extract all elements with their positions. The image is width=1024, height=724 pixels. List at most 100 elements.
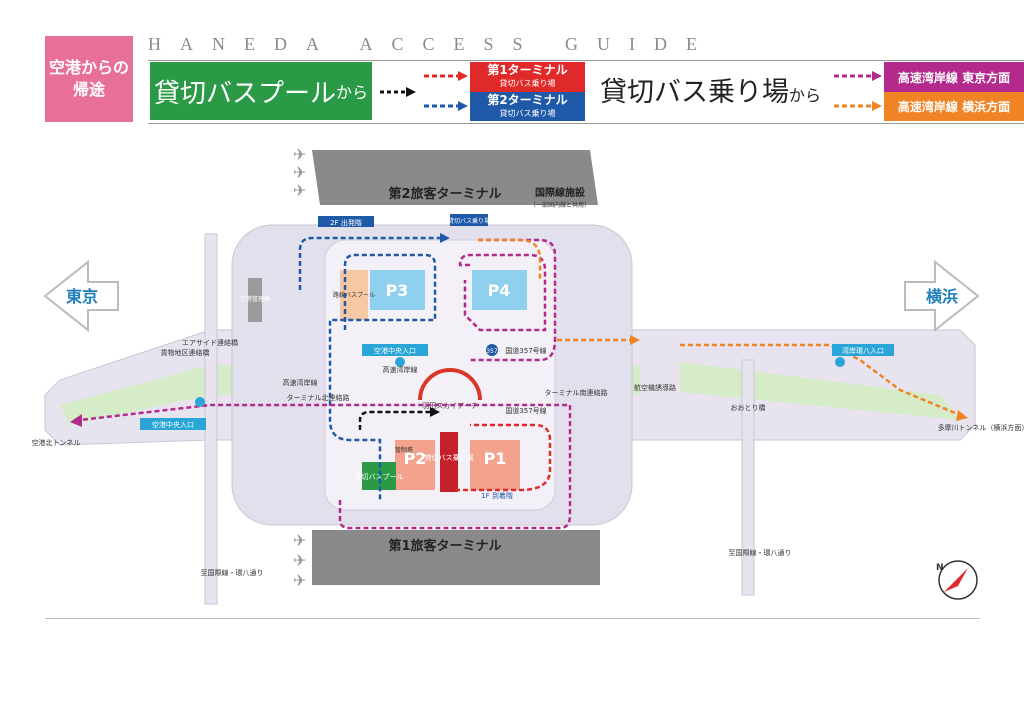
charter-stop-t1-label: 貸切バス乗り場: [425, 453, 474, 462]
airport-office-label: 空港管理棟: [240, 295, 270, 303]
route-bus-label: 路線バスプール: [333, 291, 375, 299]
haneda-access-map: 第2旅客ターミナル 第1旅客ターミナル 国際線施設 （一部国内線と共用） ✈ ✈…: [32, 145, 1024, 605]
kan8-entrance-badge: [832, 344, 894, 356]
guide-title: HANEDA ACCESS GUIDE: [148, 34, 717, 54]
magenta-route-tokyo: [79, 403, 572, 530]
orange-route-t2: [478, 238, 542, 280]
kokudo357-label: 国道357号線: [505, 346, 546, 355]
airport-office-building: [248, 278, 262, 322]
dept-2f-label: 2F 出発階: [330, 218, 362, 227]
airside-vertical-road: [204, 233, 218, 605]
kan8-entrance-label: 湾岸環八入口: [842, 346, 884, 355]
t2-charter-stop-label: 貸切バス乗り場: [448, 217, 490, 225]
charter-pool-label: 貸切バスプール: [355, 472, 404, 481]
west-entrance-label: 空港中央入口: [152, 420, 194, 429]
terminal2-stop-box: 第2ターミナル 貸切バス乗り場: [470, 92, 585, 121]
terminal1-label: 第1旅客ターミナル: [388, 538, 501, 554]
plane-icon: ✈: [293, 551, 306, 570]
black-arrowhead-icon: [430, 407, 440, 417]
plane-icon: ✈: [293, 531, 306, 550]
legend-arrows: [380, 71, 882, 111]
west-entrance-dot-icon: [195, 397, 205, 407]
boarding-main: 貸切バス乗り場: [600, 77, 789, 108]
intl-facility-note: （一部国内線と共用）: [530, 201, 590, 209]
kanpachi-east-label: 至国際線・環八通り: [729, 548, 792, 557]
west-entrance-badge: [140, 418, 206, 430]
plane-icon: ✈: [293, 145, 306, 164]
p3-parking: [370, 270, 425, 310]
sky-arch: [418, 368, 482, 401]
pool-label-suffix: から: [336, 83, 369, 102]
terminal2-label: 第2旅客ターミナル: [388, 186, 501, 202]
blue-route-loop: [328, 253, 437, 500]
north-tunnel-label: 空港北トンネル: [32, 438, 81, 447]
p4-label: P4: [488, 281, 511, 300]
kokudo357-label-2: 国道357号線: [505, 406, 546, 415]
black-route-pool-exit: [358, 410, 430, 430]
legend-frame: [148, 60, 1024, 124]
magenta-route-t2: [470, 238, 557, 362]
term-north-label: ターミナル北連絡路: [287, 393, 350, 402]
red-route-t1-loop: [455, 423, 552, 492]
orange-arrowhead-icon: [630, 335, 640, 345]
tamagawa-tunnel-label: 多摩川トンネル（横浜方面）: [938, 423, 1024, 432]
route357-shield-icon: [486, 344, 498, 356]
route357-number: 357: [486, 348, 498, 355]
blue-route-arrowhead-icon: [440, 233, 450, 243]
orange-arrowhead-icon: [956, 410, 968, 421]
intl-facility-label: 国際線施設: [535, 186, 586, 199]
north-label: N: [936, 563, 944, 573]
yokohama-arrow-icon: [904, 259, 980, 333]
arrival-1f-label: 1F 到着階: [481, 491, 513, 500]
airside-bridge-label: エアサイド連絡橋: [182, 338, 238, 347]
kan8-entrance-dot-icon: [835, 357, 845, 367]
cargo-bridge-label: 貨物地区連絡橋: [161, 348, 210, 357]
magenta-arrowhead-icon: [872, 71, 882, 81]
p2-parking: [395, 440, 435, 490]
ootori-bridge-label: おおとり橋: [731, 403, 766, 412]
ootori-vertical-road: [741, 359, 755, 596]
plane-icon: ✈: [293, 163, 306, 182]
sky-arch-label: 羽田スカイアーチ: [422, 402, 478, 410]
t1-sub-label: 貸切バス乗り場: [499, 79, 556, 88]
from-charter-pool-box: 貸切バスプールから: [150, 62, 372, 120]
compass-needle-icon: [944, 568, 968, 592]
plane-icon: ✈: [293, 181, 306, 200]
from-charter-stop-label: 貸切バス乗り場から: [600, 70, 821, 109]
kanpachi-west-label: 至国際線・環八通り: [201, 568, 264, 577]
p1-label: P1: [484, 449, 507, 468]
t2-main-label: 第2ターミナル: [487, 93, 568, 107]
wangan-line-label: 高速湾岸線: [283, 378, 318, 387]
p3-label: P3: [386, 281, 409, 300]
terminal2-building: [312, 150, 598, 205]
boarding-suffix: から: [789, 86, 822, 105]
p4-parking: [472, 270, 527, 310]
terminal1-stop-box: 第1ターミナル 貸切バス乗り場: [470, 62, 585, 92]
t1-main-label: 第1ターミナル: [487, 63, 568, 77]
bottom-divider: [45, 618, 980, 619]
control-area-label: 管制塔: [395, 446, 413, 454]
route-tokyo-box: 高速湾岸線 東京方面: [884, 62, 1024, 92]
wangan-line-label-2: 高速湾岸線: [383, 365, 418, 374]
orange-route-yokohama: [680, 343, 961, 417]
term-south-label: ターミナル南連絡路: [545, 388, 608, 397]
dept-2f-badge: [318, 216, 374, 227]
center-entrance-label: 空港中央入口: [374, 346, 416, 355]
t2-charter-stop-badge: [450, 214, 488, 226]
tokyo-arrow-icon: [43, 259, 119, 333]
red-arrowhead-icon: [458, 71, 468, 81]
p1-parking: [470, 440, 520, 490]
p2-label: P2: [404, 449, 427, 468]
aircraft-road-label: 航空機誘導路: [634, 383, 676, 392]
orange-arrowhead-icon: [872, 101, 882, 111]
blue-arrowhead-icon: [458, 101, 468, 111]
tokyo-label: 東京: [66, 287, 98, 306]
t2-sub-label: 貸切バス乗り場: [499, 109, 556, 118]
magenta-arrowhead-icon: [70, 414, 82, 427]
blue-route-t2-north: [298, 236, 440, 290]
yokohama-label: 横浜: [926, 287, 958, 306]
route-yokohama-box: 高速湾岸線 横浜方面: [884, 92, 1024, 121]
center-entrance-dot-icon: [395, 357, 405, 367]
t1-charter-stop: [440, 432, 458, 492]
plane-icon: ✈: [293, 571, 306, 590]
